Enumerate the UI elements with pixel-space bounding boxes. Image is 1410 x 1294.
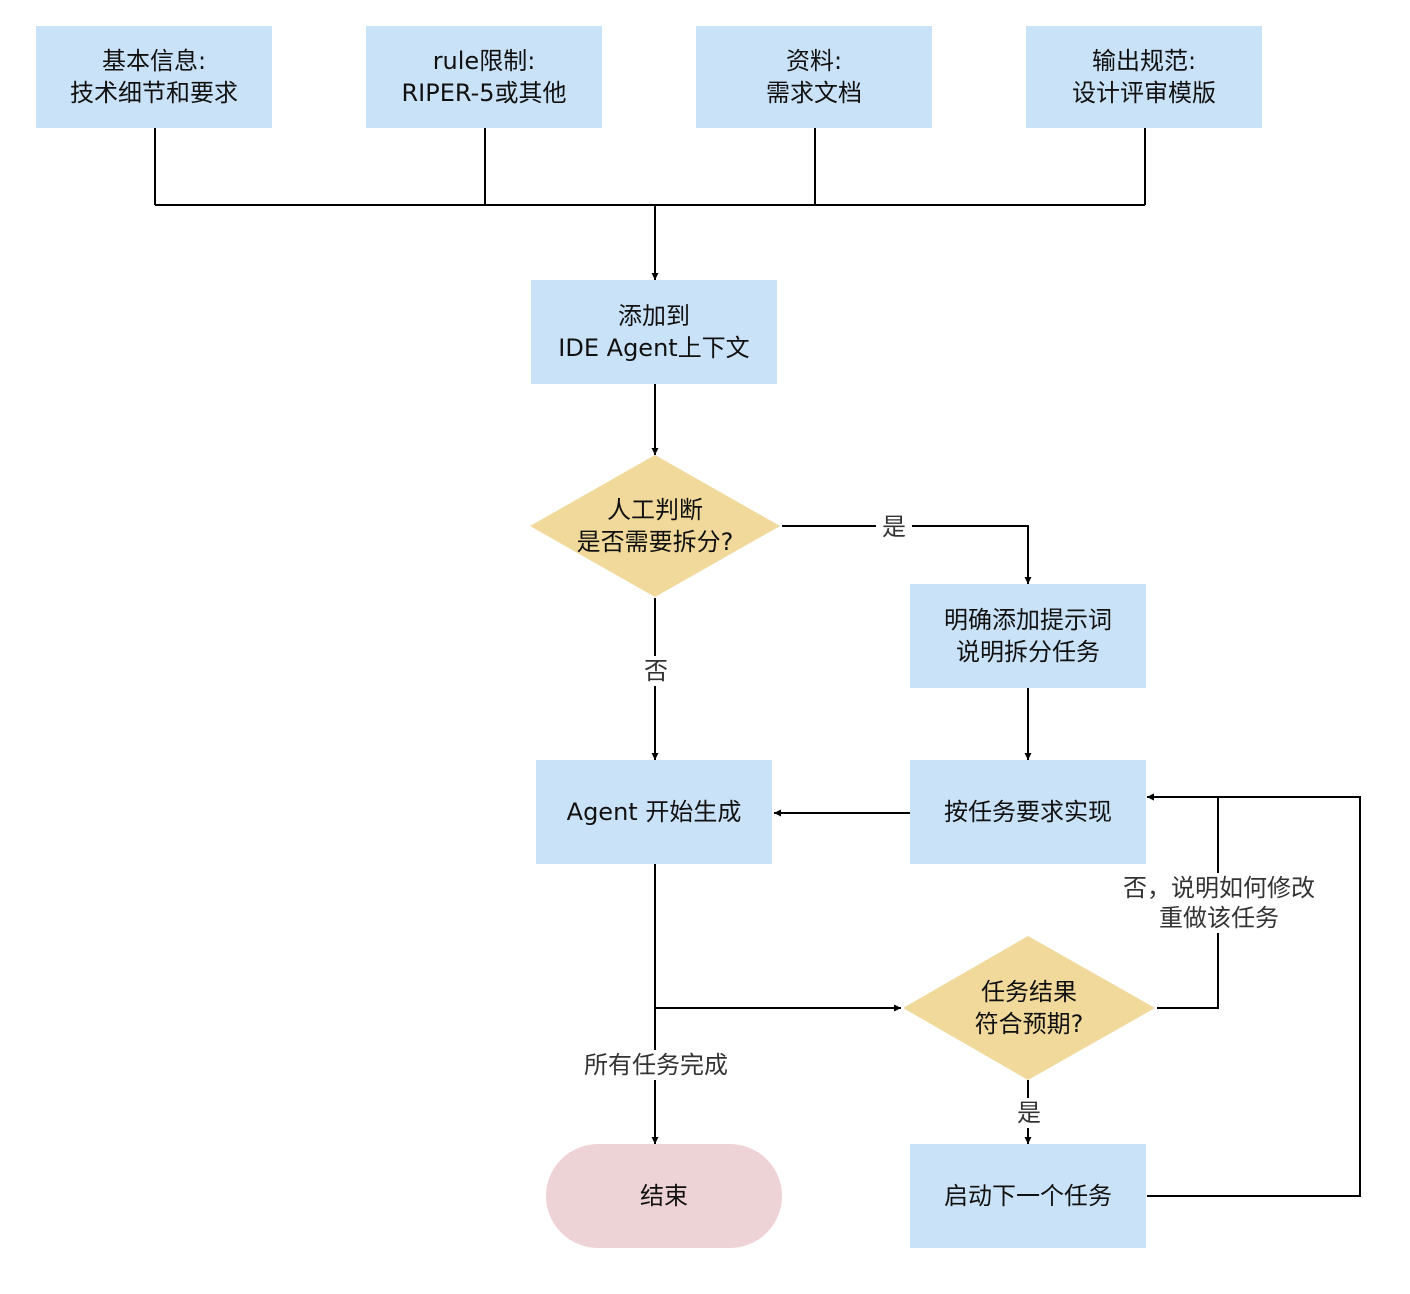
input-rule: rule限制: RIPER-5或其他: [366, 26, 602, 128]
input-rule-line1: rule限制:: [432, 47, 536, 75]
input-output-spec: 输出规范: 设计评审模版: [1026, 26, 1262, 128]
node-explicit-prompt: 明确添加提示词 说明拆分任务: [910, 584, 1146, 688]
input-basic-info-line1: 基本信息:: [101, 47, 207, 75]
node-explicit-prompt-line1: 明确添加提示词: [944, 606, 1112, 634]
label-result-yes: 是: [1011, 1098, 1047, 1128]
node-result-decision: 任务结果 符合预期?: [903, 936, 1155, 1080]
node-add-context: 添加到 IDE Agent上下文: [531, 280, 777, 384]
node-result-decision-line2: 符合预期?: [974, 1010, 1084, 1038]
node-split-decision-line2: 是否需要拆分?: [576, 528, 734, 556]
result-decision-shape: [903, 936, 1155, 1080]
label-result-no-line1: 否，说明如何修改: [1123, 874, 1315, 902]
label-split-yes: 是: [876, 512, 912, 542]
node-end-label: 结束: [640, 1182, 688, 1210]
node-end: 结束: [546, 1144, 782, 1248]
node-implement-task: 按任务要求实现: [910, 760, 1146, 864]
node-explicit-prompt-line2: 说明拆分任务: [956, 638, 1100, 666]
node-add-context-line1: 添加到: [618, 302, 690, 330]
input-basic-info: 基本信息: 技术细节和要求: [36, 26, 272, 128]
node-implement-task-label: 按任务要求实现: [944, 798, 1112, 826]
input-rule-line2: RIPER-5或其他: [401, 79, 567, 107]
input-materials-line2: 需求文档: [766, 79, 862, 107]
node-agent-generate-label: Agent 开始生成: [566, 798, 742, 826]
label-split-no: 否: [638, 656, 674, 686]
node-split-decision: 人工判断 是否需要拆分?: [530, 455, 780, 597]
label-result-no: 否，说明如何修改 重做该任务: [1108, 873, 1330, 933]
input-materials: 资料: 需求文档: [696, 26, 932, 128]
label-result-no-line2: 重做该任务: [1159, 904, 1279, 932]
next-task-loop-arrow: [1147, 793, 1361, 1197]
input-output-spec-line1: 输出规范:: [1091, 47, 1197, 75]
node-next-task: 启动下一个任务: [910, 1144, 1146, 1248]
node-add-context-line2: IDE Agent上下文: [558, 334, 750, 362]
label-all-done: 所有任务完成: [574, 1050, 738, 1080]
split-yes-arrow: [782, 525, 1032, 584]
input-basic-info-line2: 技术细节和要求: [70, 79, 238, 107]
node-split-decision-line1: 人工判断: [607, 496, 703, 524]
split-decision-shape: [530, 455, 780, 597]
node-result-decision-line1: 任务结果: [981, 978, 1077, 1006]
node-agent-generate: Agent 开始生成: [536, 760, 772, 864]
node-next-task-label: 启动下一个任务: [944, 1182, 1112, 1210]
input-materials-line1: 资料:: [785, 47, 843, 75]
input-output-spec-line2: 设计评审模版: [1072, 79, 1216, 107]
